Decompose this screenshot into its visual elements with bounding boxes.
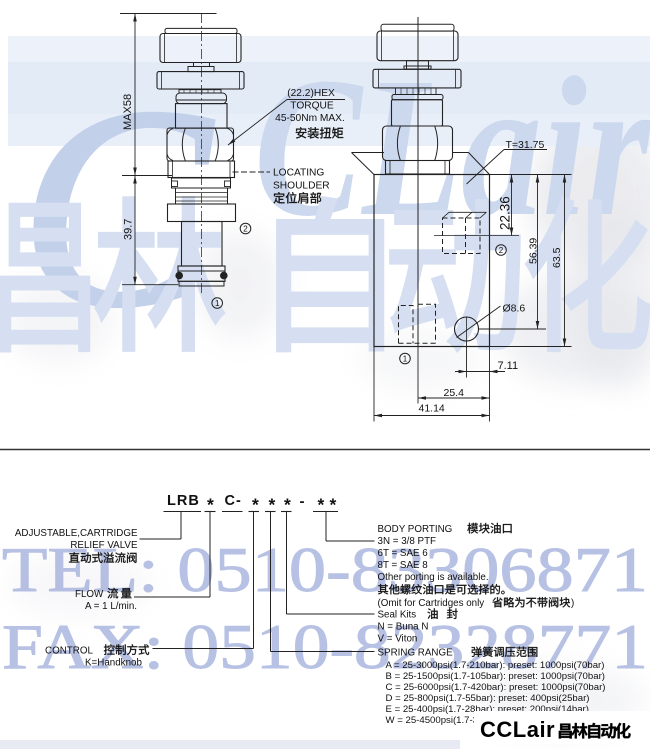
svg-text:1: 1 [403,354,408,363]
svg-text:25.4: 25.4 [444,387,465,399]
svg-text:6T = SAE 6: 6T = SAE 6 [378,548,429,559]
svg-text:C = 25-6000psi(1.7-420bar): pr: C = 25-6000psi(1.7-420bar): preset: 1000… [386,682,606,693]
svg-text:8T = SAE 8: 8T = SAE 8 [378,560,429,571]
svg-text:W = 25-4500psi(1.7-315bar): W = 25-4500psi(1.7-315bar) [386,715,506,726]
svg-text:*: * [207,495,214,515]
svg-text:3N = 3/8 PTF: 3N = 3/8 PTF [378,536,437,547]
svg-text:K=Handknob: K=Handknob [85,658,142,669]
svg-text:T=31.75: T=31.75 [506,139,545,151]
svg-text:2: 2 [499,246,504,255]
svg-text:7.11: 7.11 [498,360,519,372]
svg-text:63.5: 63.5 [551,247,563,268]
svg-text:SHOULDER: SHOULDER [273,181,330,192]
svg-text:(22.2)HEX: (22.2)HEX [287,88,335,99]
svg-text:LRB: LRB [167,493,200,509]
svg-text:1: 1 [215,299,220,308]
svg-text:41.14: 41.14 [419,403,445,415]
svg-text:39.7: 39.7 [123,219,135,240]
svg-text:A = 25-3000psi(1.7-210bar): pr: A = 25-3000psi(1.7-210bar): preset: 1000… [386,660,605,671]
svg-text:TORQUE: TORQUE [290,101,334,112]
svg-text:Ø8.6: Ø8.6 [503,303,526,315]
svg-text:RELIEF VALVE: RELIEF VALVE [70,540,138,551]
svg-text:*: * [284,495,291,515]
svg-text:): ) [571,598,574,609]
svg-text:Other porting is available.: Other porting is available. [378,572,489,583]
svg-text:22.36: 22.36 [498,196,513,230]
svg-text:B = 25-1500psi(1.7-105bar): pr: B = 25-1500psi(1.7-105bar): preset: 1000… [386,671,605,682]
svg-text:CCLair: CCLair [480,717,555,742]
svg-text:LOCATING: LOCATING [273,168,324,179]
svg-text:TEL: 0510-83306871: TEL: 0510-83306871 [2,534,648,605]
svg-text:V = Viton: V = Viton [378,634,418,645]
svg-text:CONTROL: CONTROL [45,646,93,657]
svg-text:2: 2 [243,224,248,233]
svg-text:BODY PORTING: BODY PORTING [378,524,453,535]
svg-text:(Omit for Cartridges only: (Omit for Cartridges only [378,598,485,609]
svg-text:N = Buna N: N = Buna N [378,622,429,633]
svg-text:FLOW: FLOW [75,589,104,600]
svg-text:*: * [318,495,325,515]
svg-text:A = 1 L/min.: A = 1 L/min. [85,601,137,612]
svg-text:ADJUSTABLE,CARTRIDGE: ADJUSTABLE,CARTRIDGE [15,528,138,539]
svg-text:56.39: 56.39 [528,238,540,264]
svg-text:C-: C- [225,493,242,509]
svg-text:E = 25-400psi(1.7-28bar):: E = 25-400psi(1.7-28bar): preset: 200psi… [386,704,589,715]
svg-text:SPRING RANGE: SPRING RANGE [378,648,454,659]
svg-text:Seal Kits: Seal Kits [378,610,417,621]
svg-text:-: - [300,493,305,510]
svg-text:*: * [269,495,276,515]
svg-text:*: * [330,495,337,515]
svg-text:*: * [252,495,259,515]
svg-text:MAX58: MAX58 [122,94,134,130]
svg-text:45-50Nm MAX.: 45-50Nm MAX. [275,113,345,124]
svg-text:D = 25-800psi(1.7-55bar):: D = 25-800psi(1.7-55bar): preset: 400psi… [386,693,590,704]
